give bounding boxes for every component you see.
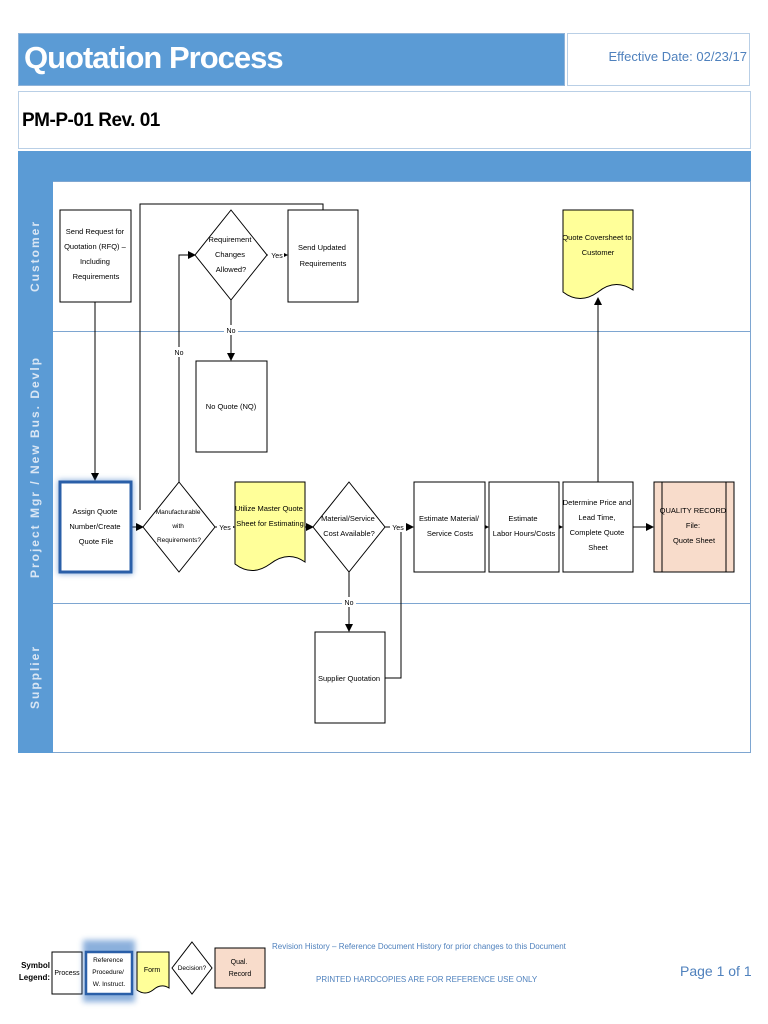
effective-date: Effective Date: 02/23/17 bbox=[608, 49, 747, 64]
lane-label-pm bbox=[18, 331, 53, 604]
svg-text:Send Request for Quotati: Send Request for Quotation (RFQ) – Inclu… bbox=[64, 227, 128, 281]
node-est-material: Estimate Material/ Service Costs bbox=[413, 481, 486, 573]
svg-text:Estimate Material/ Servi: Estimate Material/ Service Costs bbox=[419, 514, 481, 538]
node-master-quote: Utilize Master Quote Sheet for Estimatin… bbox=[234, 481, 306, 571]
effective-date-box bbox=[567, 33, 750, 86]
page-title: Quotation Process bbox=[24, 40, 284, 75]
lane-label-customer bbox=[18, 181, 53, 332]
legend-process: Process bbox=[54, 970, 80, 977]
label-mat-no: No bbox=[345, 600, 354, 607]
svg-text:No Quote (NQ): No Quote (NQ) bbox=[206, 402, 257, 411]
svg-text:Assign Quote Number/Crea: Assign Quote Number/Create Quote File bbox=[69, 507, 122, 546]
header-band bbox=[18, 151, 751, 181]
doc-id-box bbox=[18, 91, 751, 149]
title-bar bbox=[18, 33, 565, 86]
svg-text:Requirement Changes: Requirement Changes Allowed? bbox=[208, 235, 253, 274]
node-assign-quote: Assign Quote Number/Create Quote File bbox=[58, 480, 133, 574]
svg-text:Material/Service Cost Av: Material/Service Cost Available? bbox=[321, 514, 377, 538]
lane-label-supplier bbox=[18, 603, 53, 753]
svg-text:Quote Coversheet to Cust: Quote Coversheet to Customer bbox=[562, 233, 633, 257]
svg-text:Supplier Quotation: Supplier Quotation bbox=[318, 674, 380, 683]
svg-text:Determine Price and Lead: Determine Price and Lead Time, Complete … bbox=[563, 498, 633, 552]
svg-text:Estimate Labor Hours/Cos: Estimate Labor Hours/Costs bbox=[493, 514, 556, 538]
node-supplier-quote: Supplier Quotation bbox=[314, 631, 386, 724]
label-mat-yes: Yes bbox=[392, 525, 404, 532]
legend-qual-record: Qual. Record bbox=[229, 959, 252, 978]
legend-label: Symbol Legend: bbox=[18, 961, 50, 982]
node-quality-record: QUALITY RECORD File: Quote Sheet bbox=[653, 481, 735, 573]
edge-manuf-no-req bbox=[178, 251, 196, 482]
node-send-rfq: Send Request for Quotation (RFQ) – Inclu… bbox=[59, 209, 132, 303]
node-quote-coversheet: Quote Coversheet to Customer bbox=[562, 209, 634, 299]
node-est-labor: Estimate Labor Hours/Costs bbox=[488, 481, 560, 573]
node-send-updated: Send Updated Requirements bbox=[287, 209, 359, 303]
svg-text:Manufacturable with: Manufacturable with Requirements? bbox=[156, 509, 203, 544]
symbol-legend: Process Reference Procedure/ W. Instruct… bbox=[51, 940, 266, 1002]
edge-updated-loop bbox=[139, 203, 324, 510]
revision-history: Revision History – Reference Document Hi… bbox=[272, 942, 566, 951]
svg-text:Send Updated Requirement: Send Updated Requirements bbox=[298, 243, 348, 268]
node-req-changes: Requirement Changes Allowed? bbox=[194, 209, 268, 301]
legend-form: Form bbox=[144, 967, 161, 974]
node-det-price: Determine Price and Lead Time, Complete … bbox=[562, 481, 634, 573]
node-manufacturable: Manufacturable with Requirements? bbox=[142, 481, 216, 573]
printed-note: PRINTED HARDCOPIES ARE FOR REFERENCE USE… bbox=[316, 975, 538, 984]
svg-text:QUALITY RECORD File:: QUALITY RECORD File: Quote Sheet bbox=[660, 506, 729, 545]
edge-labels: Yes No No Yes Yes No bbox=[172, 250, 406, 607]
page-number: Page 1 of 1 bbox=[680, 963, 752, 979]
doc-id: PM-P-01 Rev. 01 bbox=[22, 110, 160, 131]
node-material-cost: Material/Service Cost Available? bbox=[312, 481, 386, 573]
node-no-quote: No Quote (NQ) bbox=[195, 360, 268, 453]
legend-reference: Reference Procedure/ W. Instruct. bbox=[92, 957, 126, 988]
label-manuf-no: No bbox=[175, 350, 184, 357]
label-req-no: No bbox=[227, 328, 236, 335]
svg-text:Utilize Master Quote She: Utilize Master Quote Sheet for Estimatin… bbox=[235, 504, 305, 528]
edge-supplier-back bbox=[385, 527, 402, 679]
label-req-yes: Yes bbox=[271, 253, 283, 260]
label-manuf-yes: Yes bbox=[219, 525, 231, 532]
legend-decision: Decision? bbox=[178, 965, 207, 972]
